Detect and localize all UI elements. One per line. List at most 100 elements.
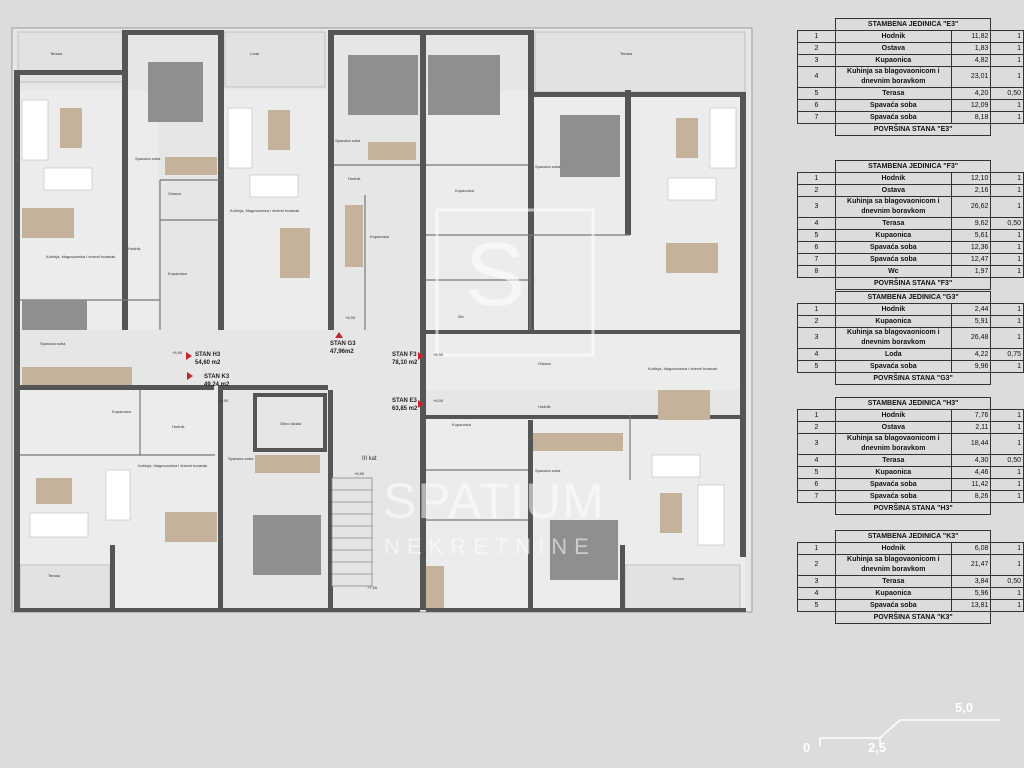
room-label: Ostava [538, 361, 551, 366]
table-cell-num: 4 [797, 217, 836, 230]
table-cell-name: Hodnik [834, 542, 952, 555]
table-cell-name: Spavaća soba [834, 111, 952, 124]
table-cell-coef: 0,50 [990, 87, 1024, 100]
table-total-label: POVRŠINA STANA "E3" [834, 123, 992, 136]
table-cell-coef: 1 [990, 265, 1024, 278]
room-label: Ostava [168, 191, 181, 196]
floor-label: III kat [362, 456, 377, 462]
table-cell-coef: 1 [990, 54, 1024, 67]
stan-h3-area: 54,60 m2 [195, 360, 221, 366]
table-cell-name: Spavaća soba [834, 599, 952, 612]
table-cell-area: 12,36 [950, 241, 992, 254]
room-label: Hodnik [348, 176, 360, 181]
table-cell-name: Kupaonica [834, 315, 952, 328]
table-cell-name: Ostava [834, 184, 952, 197]
table-title: STAMBENA JEDINICA "H3" [834, 397, 992, 410]
room-label: Hodnik [538, 404, 550, 409]
room-label: Terasa [620, 51, 633, 56]
table-cell-coef: 1 [990, 433, 1024, 455]
table-cell-coef: 1 [990, 360, 1024, 373]
table-cell-coef: 0,50 [990, 575, 1024, 588]
table-cell-name: Hodnik [834, 303, 952, 316]
scale-label-zero: 0 [803, 740, 811, 755]
room-label: Spavaća soba [228, 456, 254, 461]
room-label: Spavaća soba [335, 138, 361, 143]
table-cell-num: 6 [797, 99, 836, 112]
scale-label-mid: 2,5 [868, 740, 887, 755]
room-label: Kuhinja, blagovaonica i dnevni boravak [138, 463, 207, 468]
table-total-label: POVRŠINA STANA "F3" [834, 277, 992, 290]
table-cell-coef: 1 [990, 466, 1024, 479]
table-cell-num: 7 [797, 111, 836, 124]
stan-f3-area: 78,10 m2 [392, 360, 418, 366]
room-labels: Terasa Spavaća soba Loda Terasa Ostava K… [40, 51, 717, 581]
table-cell-area: 9,96 [950, 360, 992, 373]
table-cell-num: 3 [797, 327, 836, 349]
table-cell-coef: 1 [990, 229, 1024, 242]
room-label: Kupaonica [455, 188, 475, 193]
table-cell-coef: 0,50 [990, 454, 1024, 467]
table-title: STAMBENA JEDINICA "F3" [834, 160, 992, 173]
room-label: Kupaonica [168, 271, 188, 276]
table-cell-area: 12,47 [950, 253, 992, 266]
table-cell-area: 4,22 [950, 348, 992, 361]
room-label: Kuhinja, blagovaonica i dnevni boravak [46, 254, 115, 259]
table-cell-name: Kupaonica [834, 466, 952, 479]
table-cell-area: 2,44 [950, 303, 992, 316]
table-cell-area: 12,10 [950, 172, 992, 185]
table-cell-area: 5,96 [950, 587, 992, 600]
table-cell-coef: 1 [990, 111, 1024, 124]
room-label: Spavaća soba [535, 164, 561, 169]
room-label: Hodnik [172, 424, 184, 429]
table-cell-area: 21,47 [950, 554, 992, 576]
table-cell-coef: 1 [990, 66, 1024, 88]
table-cell-coef: 1 [990, 241, 1024, 254]
table-title: STAMBENA JEDINICA "E3" [834, 18, 992, 31]
table-cell-name: Kupaonica [834, 587, 952, 600]
table-cell-name: Spavaća soba [834, 360, 952, 373]
watermark-subtitle: NEKRETNINE [384, 534, 596, 559]
table-cell-coef: 1 [990, 478, 1024, 491]
table-cell-coef: 1 [990, 184, 1024, 197]
table-total-label: POVRŠINA STANA "G3" [834, 372, 992, 385]
table-cell-num: 3 [797, 54, 836, 67]
table-cell-coef: 1 [990, 99, 1024, 112]
table-cell-num: 8 [797, 265, 836, 278]
table-cell-num: 2 [797, 184, 836, 197]
table-cell-name: Kuhinja sa blagovaonicom i dnevnim borav… [834, 433, 952, 455]
floor-plan: S Terasa Spavaća soba Loda Terasa Ostava… [11, 27, 753, 613]
room-label: Kupaonica [370, 234, 390, 239]
table-cell-num: 3 [797, 196, 836, 218]
table-cell-num: 5 [797, 599, 836, 612]
table-cell-area: 4,46 [950, 466, 992, 479]
table-cell-area: 2,11 [950, 421, 992, 434]
table-cell-name: Ostava [834, 42, 952, 55]
table-cell-name: Spavaća soba [834, 478, 952, 491]
table-cell-num: 6 [797, 241, 836, 254]
room-label: Kuhinja, blagovaonica i dnevni boravak [648, 366, 717, 371]
table-cell-num: 2 [797, 421, 836, 434]
table-cell-name: Kupaonica [834, 54, 952, 67]
table-cell-area: 23,01 [950, 66, 992, 88]
table-cell-coef: 1 [990, 30, 1024, 43]
table-cell-name: Spavaća soba [834, 490, 952, 503]
table-cell-area: 5,91 [950, 315, 992, 328]
table-cell-num: 2 [797, 315, 836, 328]
table-cell-name: Loda [834, 348, 952, 361]
table-cell-num: 1 [797, 542, 836, 555]
table-cell-coef: 1 [990, 421, 1024, 434]
